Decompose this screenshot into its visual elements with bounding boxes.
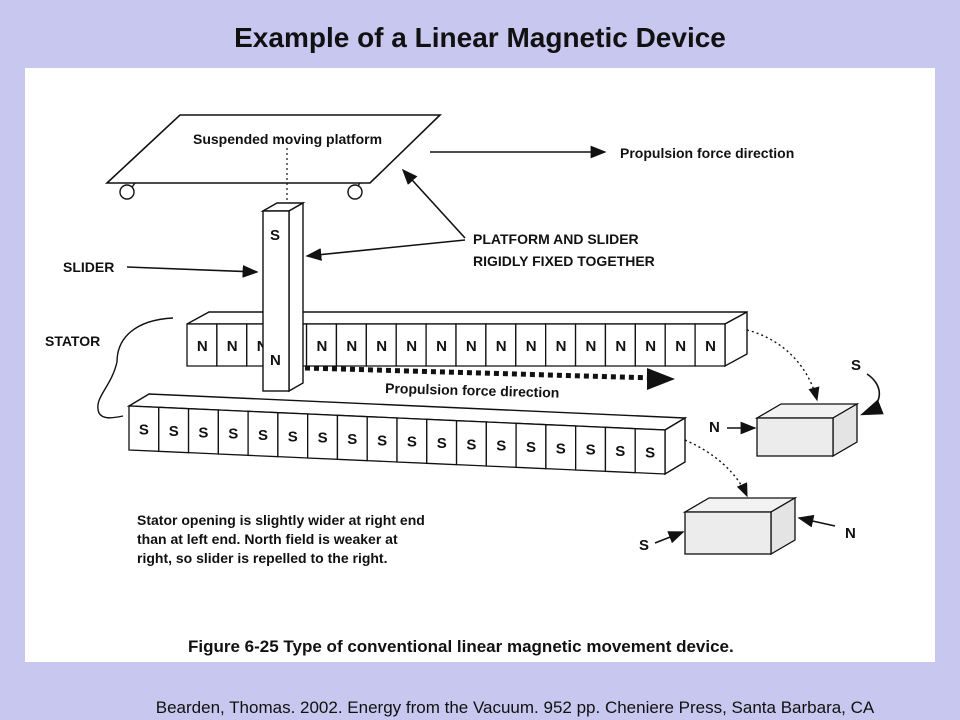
box-top-s: S xyxy=(851,357,861,374)
lower-row-pole-label-17: S xyxy=(615,443,625,460)
lower-row-pole-label-6: S xyxy=(288,428,298,445)
box-bottom-n-arrow xyxy=(797,514,836,528)
fixed-label-line1: PLATFORM AND SLIDER xyxy=(473,231,639,247)
note-line-3: right, so slider is repelled to the righ… xyxy=(137,550,387,566)
lower-row-pole-label-4: S xyxy=(228,426,238,443)
platform-label: Suspended moving platform xyxy=(193,131,382,147)
box-bottom-s: S xyxy=(639,537,649,554)
fixed-arrow-slider xyxy=(305,239,466,261)
slider: S N xyxy=(260,201,306,393)
lower-row-magnet-18 xyxy=(634,427,666,475)
slider-label: SLIDER xyxy=(63,259,114,275)
lower-stator-row: S S S S S S S S S S S S S S S S S S xyxy=(126,393,688,476)
dotted-arrow-upper xyxy=(746,329,820,402)
propulsion-arrow-mid xyxy=(304,365,656,381)
propulsion-label-mid: Propulsion force direction xyxy=(385,380,560,401)
upper-row-pole-label-10: N xyxy=(466,338,477,355)
box-top-n: N xyxy=(709,419,720,436)
slide-title: Example of a Linear Magnetic Device xyxy=(234,22,726,53)
lower-row-pole-label-11: S xyxy=(437,435,447,452)
lower-row-pole-label-7: S xyxy=(318,430,328,447)
stator-brace-lower xyxy=(97,361,124,419)
lower-row-pole-label-3: S xyxy=(198,424,208,441)
lower-row-pole-label-13: S xyxy=(496,438,506,455)
upper-row-pole-label-16: N xyxy=(645,338,656,355)
upper-row-pole-label-7: N xyxy=(376,338,387,355)
lower-row-pole-label-8: S xyxy=(347,431,357,448)
platform-wheel-left xyxy=(119,184,135,200)
diagram-panel: Suspended moving platform Propulsion for… xyxy=(25,68,935,662)
upper-row-pole-label-11: N xyxy=(496,338,507,355)
upper-stator-row: NNNNNNNNNNNNNNNNNN xyxy=(186,310,748,368)
linear-magnetic-device-diagram: Suspended moving platform Propulsion for… xyxy=(45,114,884,656)
fixed-label-line2: RIGIDLY FIXED TOGETHER xyxy=(473,253,655,269)
slider-top-pole: S xyxy=(270,227,280,244)
lower-row-pole-label-16: S xyxy=(586,442,596,459)
upper-row-pole-label-12: N xyxy=(526,338,537,355)
note-line-1: Stator opening is slightly wider at righ… xyxy=(137,512,425,528)
box-bottom-n: N xyxy=(845,525,856,542)
platform: Suspended moving platform xyxy=(104,114,442,200)
upper-row-pole-label-6: N xyxy=(346,338,357,355)
upper-row-pole-label-2: N xyxy=(227,338,238,355)
fixed-arrow-platform xyxy=(401,168,466,239)
lower-row-pole-label-12: S xyxy=(466,436,476,453)
upper-row-pole-label-5: N xyxy=(317,338,328,355)
slider-bottom-pole: N xyxy=(270,352,281,369)
magnet-box-lower xyxy=(682,496,798,556)
stator-label: STATOR xyxy=(45,333,100,349)
magnet-box-upper xyxy=(754,402,860,458)
slider-label-arrow xyxy=(126,265,259,278)
upper-row-pole-label-15: N xyxy=(615,338,626,355)
propulsion-arrow-mid-head xyxy=(647,368,675,390)
lower-row-pole-label-10: S xyxy=(407,434,417,451)
upper-row-pole-label-8: N xyxy=(406,338,417,355)
upper-row-magnet-18 xyxy=(694,323,726,367)
lower-row-pole-label-14: S xyxy=(526,439,536,456)
upper-row-pole-label-14: N xyxy=(586,338,597,355)
upper-row-pole-label-18: N xyxy=(705,338,716,355)
citation: Bearden, Thomas. 2002. Energy from the V… xyxy=(155,698,875,717)
lower-row-pole-label-1: S xyxy=(139,422,149,439)
upper-row-pole-label-3: N xyxy=(257,338,268,355)
upper-row-pole-label-9: N xyxy=(436,338,447,355)
upper-row-pole-label-17: N xyxy=(675,338,686,355)
box-bottom-s-arrow xyxy=(654,531,685,544)
lower-row-pole-label-2: S xyxy=(169,423,179,440)
lower-row-pole-label-9: S xyxy=(377,432,387,449)
lower-row-pole-label-5: S xyxy=(258,427,268,444)
figure-caption: Figure 6-25 Type of conventional linear … xyxy=(188,637,734,656)
upper-row-pole-label-1: N xyxy=(197,338,208,355)
stator-brace-upper xyxy=(116,317,174,363)
propulsion-label-top: Propulsion force direction xyxy=(620,145,794,161)
box-top-s-arrow xyxy=(860,373,884,416)
lower-row-pole-label-18: S xyxy=(645,444,655,461)
dotted-arrow-lower xyxy=(684,439,748,498)
upper-row-pole-label-13: N xyxy=(556,338,567,355)
platform-wheel-right xyxy=(347,184,363,200)
lower-row-pole-label-15: S xyxy=(556,440,566,457)
note-line-2: than at left end. North field is weaker … xyxy=(137,531,398,547)
